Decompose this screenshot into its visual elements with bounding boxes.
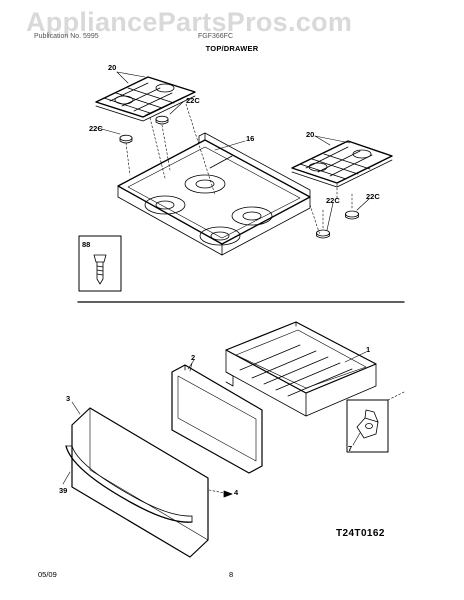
roller-illustration bbox=[356, 409, 379, 439]
publication-number: Publication No. 5995 bbox=[34, 33, 99, 40]
callout-roller: 7 bbox=[348, 444, 353, 453]
right-cap-left-illustration bbox=[316, 229, 330, 237]
left-cap-left-illustration bbox=[119, 134, 133, 142]
callout-cooktop: 16 bbox=[246, 134, 255, 143]
drawer-body-illustration bbox=[225, 321, 377, 417]
right-grate-illustration bbox=[291, 140, 393, 188]
callout-cap-right-right: 22C bbox=[366, 192, 380, 201]
callout-drawer-panel: 2 bbox=[191, 353, 196, 362]
footer-date: 05/09 bbox=[38, 570, 57, 579]
model-number: FGF366FC bbox=[198, 33, 234, 40]
footer-page-number: 8 bbox=[229, 570, 234, 579]
right-cap-right-illustration bbox=[345, 210, 359, 218]
callout-grate-left: 20 bbox=[108, 63, 117, 72]
left-grate-illustration bbox=[95, 76, 196, 122]
callout-cap-left-right: 22C bbox=[186, 96, 200, 105]
callout-drawer-handle: 39 bbox=[59, 486, 68, 495]
drawer-panel-illustration bbox=[171, 364, 263, 474]
section-title: TOP/DRAWER bbox=[205, 44, 259, 53]
callout-screw: 88 bbox=[82, 240, 91, 249]
drawer-front-illustration bbox=[71, 407, 209, 558]
callout-grate-right: 20 bbox=[306, 130, 315, 139]
callout-cap-left-left: 22C bbox=[89, 124, 103, 133]
cooktop-illustration bbox=[117, 132, 311, 256]
watermark-text: AppliancePartsPros.com bbox=[26, 7, 353, 37]
drawer-handle-illustration bbox=[65, 445, 193, 523]
screw-illustration bbox=[93, 254, 107, 285]
callout-drawer-front: 3 bbox=[66, 394, 71, 403]
callout-drawer-body: 1 bbox=[366, 345, 371, 354]
callout-drawer-part-4: 4 bbox=[234, 488, 239, 497]
left-cap-right-illustration bbox=[155, 115, 169, 123]
diagram-code: T24T0162 bbox=[336, 528, 385, 539]
callout-cap-right-left: 22C bbox=[326, 196, 340, 205]
